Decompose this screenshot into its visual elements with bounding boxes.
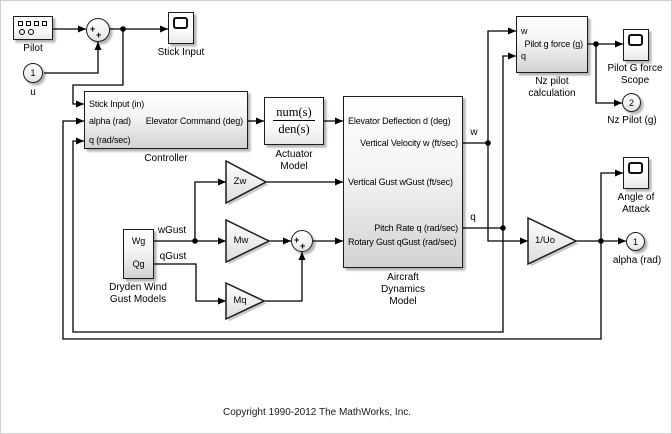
controller-input-stick: Stick Input (in): [89, 99, 145, 109]
pilot-icon: [34, 21, 39, 26]
pilot-g-scope-label-line2: Scope: [620, 75, 650, 86]
transfer-fcn-numerator: num(s): [273, 105, 315, 121]
pilot-block[interactable]: [13, 16, 53, 40]
nz-label-line1: Nz pilot: [535, 76, 569, 87]
dryden-label-line2: Gust Models: [109, 294, 167, 305]
dryden-label-line1: Dryden Wind: [109, 282, 167, 293]
wire-alpha-to-aoa-scope[interactable]: [600, 172, 623, 241]
controller-input-alpha: alpha (rad): [89, 116, 131, 126]
aircraft-label-line2: Dynamics: [381, 284, 425, 295]
aircraft-label-line1: Aircraft: [387, 272, 419, 283]
nz-output-gforce: Pilot g force (g): [524, 39, 584, 49]
aircraft-dynamics-block[interactable]: Elevator Deflection d (deg) Vertical Vel…: [343, 96, 463, 268]
wire-q-to-nz[interactable]: [502, 55, 516, 228]
signal-label-q: q: [470, 212, 476, 223]
copyright-text: Copyright 1990-2012 The MathWorks, Inc.: [222, 407, 412, 418]
gain-mw-block[interactable]: [225, 218, 271, 264]
pilot-icon: [18, 21, 23, 26]
transfer-function-text: num(s) den(s): [265, 105, 323, 136]
controller-label: Controller: [144, 153, 188, 164]
aircraft-output-w: Vertical Velocity w (ft/sec): [360, 138, 458, 148]
outport-nz-block[interactable]: 2: [622, 93, 641, 112]
actuator-label-line1: Actuator: [275, 149, 313, 160]
sum-block-2[interactable]: + +: [291, 230, 313, 252]
pilot-label: Pilot: [23, 43, 43, 54]
scope-screen-icon: [628, 162, 643, 174]
wire-qg-to-mq[interactable]: [154, 263, 226, 302]
sum-block-1[interactable]: + +: [86, 18, 110, 42]
aircraft-label-line3: Model: [389, 296, 417, 307]
signal-label-qgust: qGust: [159, 251, 187, 262]
wire-wg-to-zw[interactable]: [194, 181, 226, 241]
nz-label-line2: calculation: [528, 88, 576, 99]
aircraft-input-wgust: Vertical Gust wGust (ft/sec): [348, 177, 453, 187]
signal-label-w: w: [470, 127, 478, 138]
dryden-output-qg: Qg: [132, 259, 145, 269]
pilot-icon: [42, 21, 47, 26]
controller-output-elevator: Elevator Command (deg): [145, 116, 243, 126]
inport-u-block[interactable]: 1: [23, 63, 43, 83]
aircraft-input-qgust: Rotary Gust qGust (rad/sec): [348, 237, 457, 247]
sum-plus-sign: +: [294, 235, 300, 245]
aircraft-output-q: Pitch Rate q (rad/sec): [374, 223, 458, 233]
wire-u-to-sum[interactable]: [44, 42, 99, 74]
sum-plus-sign: +: [90, 24, 96, 34]
gain-mq-label: Mq: [233, 295, 247, 306]
actuator-model-block[interactable]: num(s) den(s): [264, 97, 324, 145]
wire-alpha-feedback[interactable]: [62, 120, 602, 340]
gain-mw-label: Mw: [233, 235, 249, 246]
angle-of-attack-scope-block[interactable]: [623, 157, 649, 189]
stick-input-scope-block[interactable]: [168, 12, 194, 44]
wire-w-to-nz[interactable]: [487, 30, 516, 143]
outport-alpha-block[interactable]: 1: [626, 232, 645, 251]
pilot-icon: [28, 29, 34, 35]
gain-uo-label: 1/Uo: [534, 235, 556, 246]
wire-mq-to-sum2[interactable]: [264, 252, 303, 302]
gain-uo-block[interactable]: [527, 216, 578, 266]
branch-dots: [120, 26, 604, 244]
sum-plus-sign: +: [96, 30, 102, 40]
scope-screen-icon: [628, 34, 643, 46]
outport-number: 2: [628, 97, 634, 108]
transfer-fcn-denominator: den(s): [278, 122, 310, 136]
aircraft-input-elevator: Elevator Deflection d (deg): [348, 116, 451, 126]
gain-zw-label: Zw: [233, 176, 247, 187]
pilot-icon: [19, 29, 25, 35]
outport-number: 1: [632, 236, 638, 247]
sum-plus-sign: +: [300, 241, 306, 251]
nz-input-q: q: [521, 51, 526, 61]
pilot-g-force-scope-block[interactable]: [623, 29, 649, 61]
actuator-label-line2: Model: [280, 161, 308, 172]
signal-label-wgust: wGust: [157, 225, 187, 236]
wire-w-to-gain[interactable]: [487, 143, 528, 242]
nz-input-w: w: [521, 26, 528, 36]
outport-nz-label: Nz Pilot (g): [607, 115, 657, 126]
inport-number: 1: [30, 68, 36, 78]
nz-pilot-calculation-block[interactable]: w q Pilot g force (g): [516, 16, 588, 73]
aoa-scope-label-line2: Attack: [622, 204, 650, 215]
gain-shapes: [225, 159, 579, 322]
dryden-wind-gust-block[interactable]: Wg Qg: [123, 229, 154, 279]
pilot-g-scope-label-line1: Pilot G force: [607, 63, 663, 74]
pilot-icon: [26, 21, 31, 26]
controller-block[interactable]: Stick Input (in) alpha (rad) q (rad/sec)…: [84, 91, 248, 149]
stick-input-scope-label: Stick Input: [157, 47, 205, 58]
aoa-scope-label-line1: Angle of: [617, 192, 655, 203]
outport-alpha-label: alpha (rad): [612, 255, 662, 266]
dryden-output-wg: Wg: [131, 236, 146, 246]
gain-zw-block[interactable]: [225, 159, 268, 205]
inport-u-label: u: [30, 87, 36, 98]
arrowheads: [76, 25, 626, 305]
wire-nz-to-outport[interactable]: [595, 44, 622, 104]
scope-screen-icon: [173, 17, 188, 29]
controller-input-q: q (rad/sec): [89, 135, 131, 145]
gain-mq-block[interactable]: [225, 281, 266, 321]
